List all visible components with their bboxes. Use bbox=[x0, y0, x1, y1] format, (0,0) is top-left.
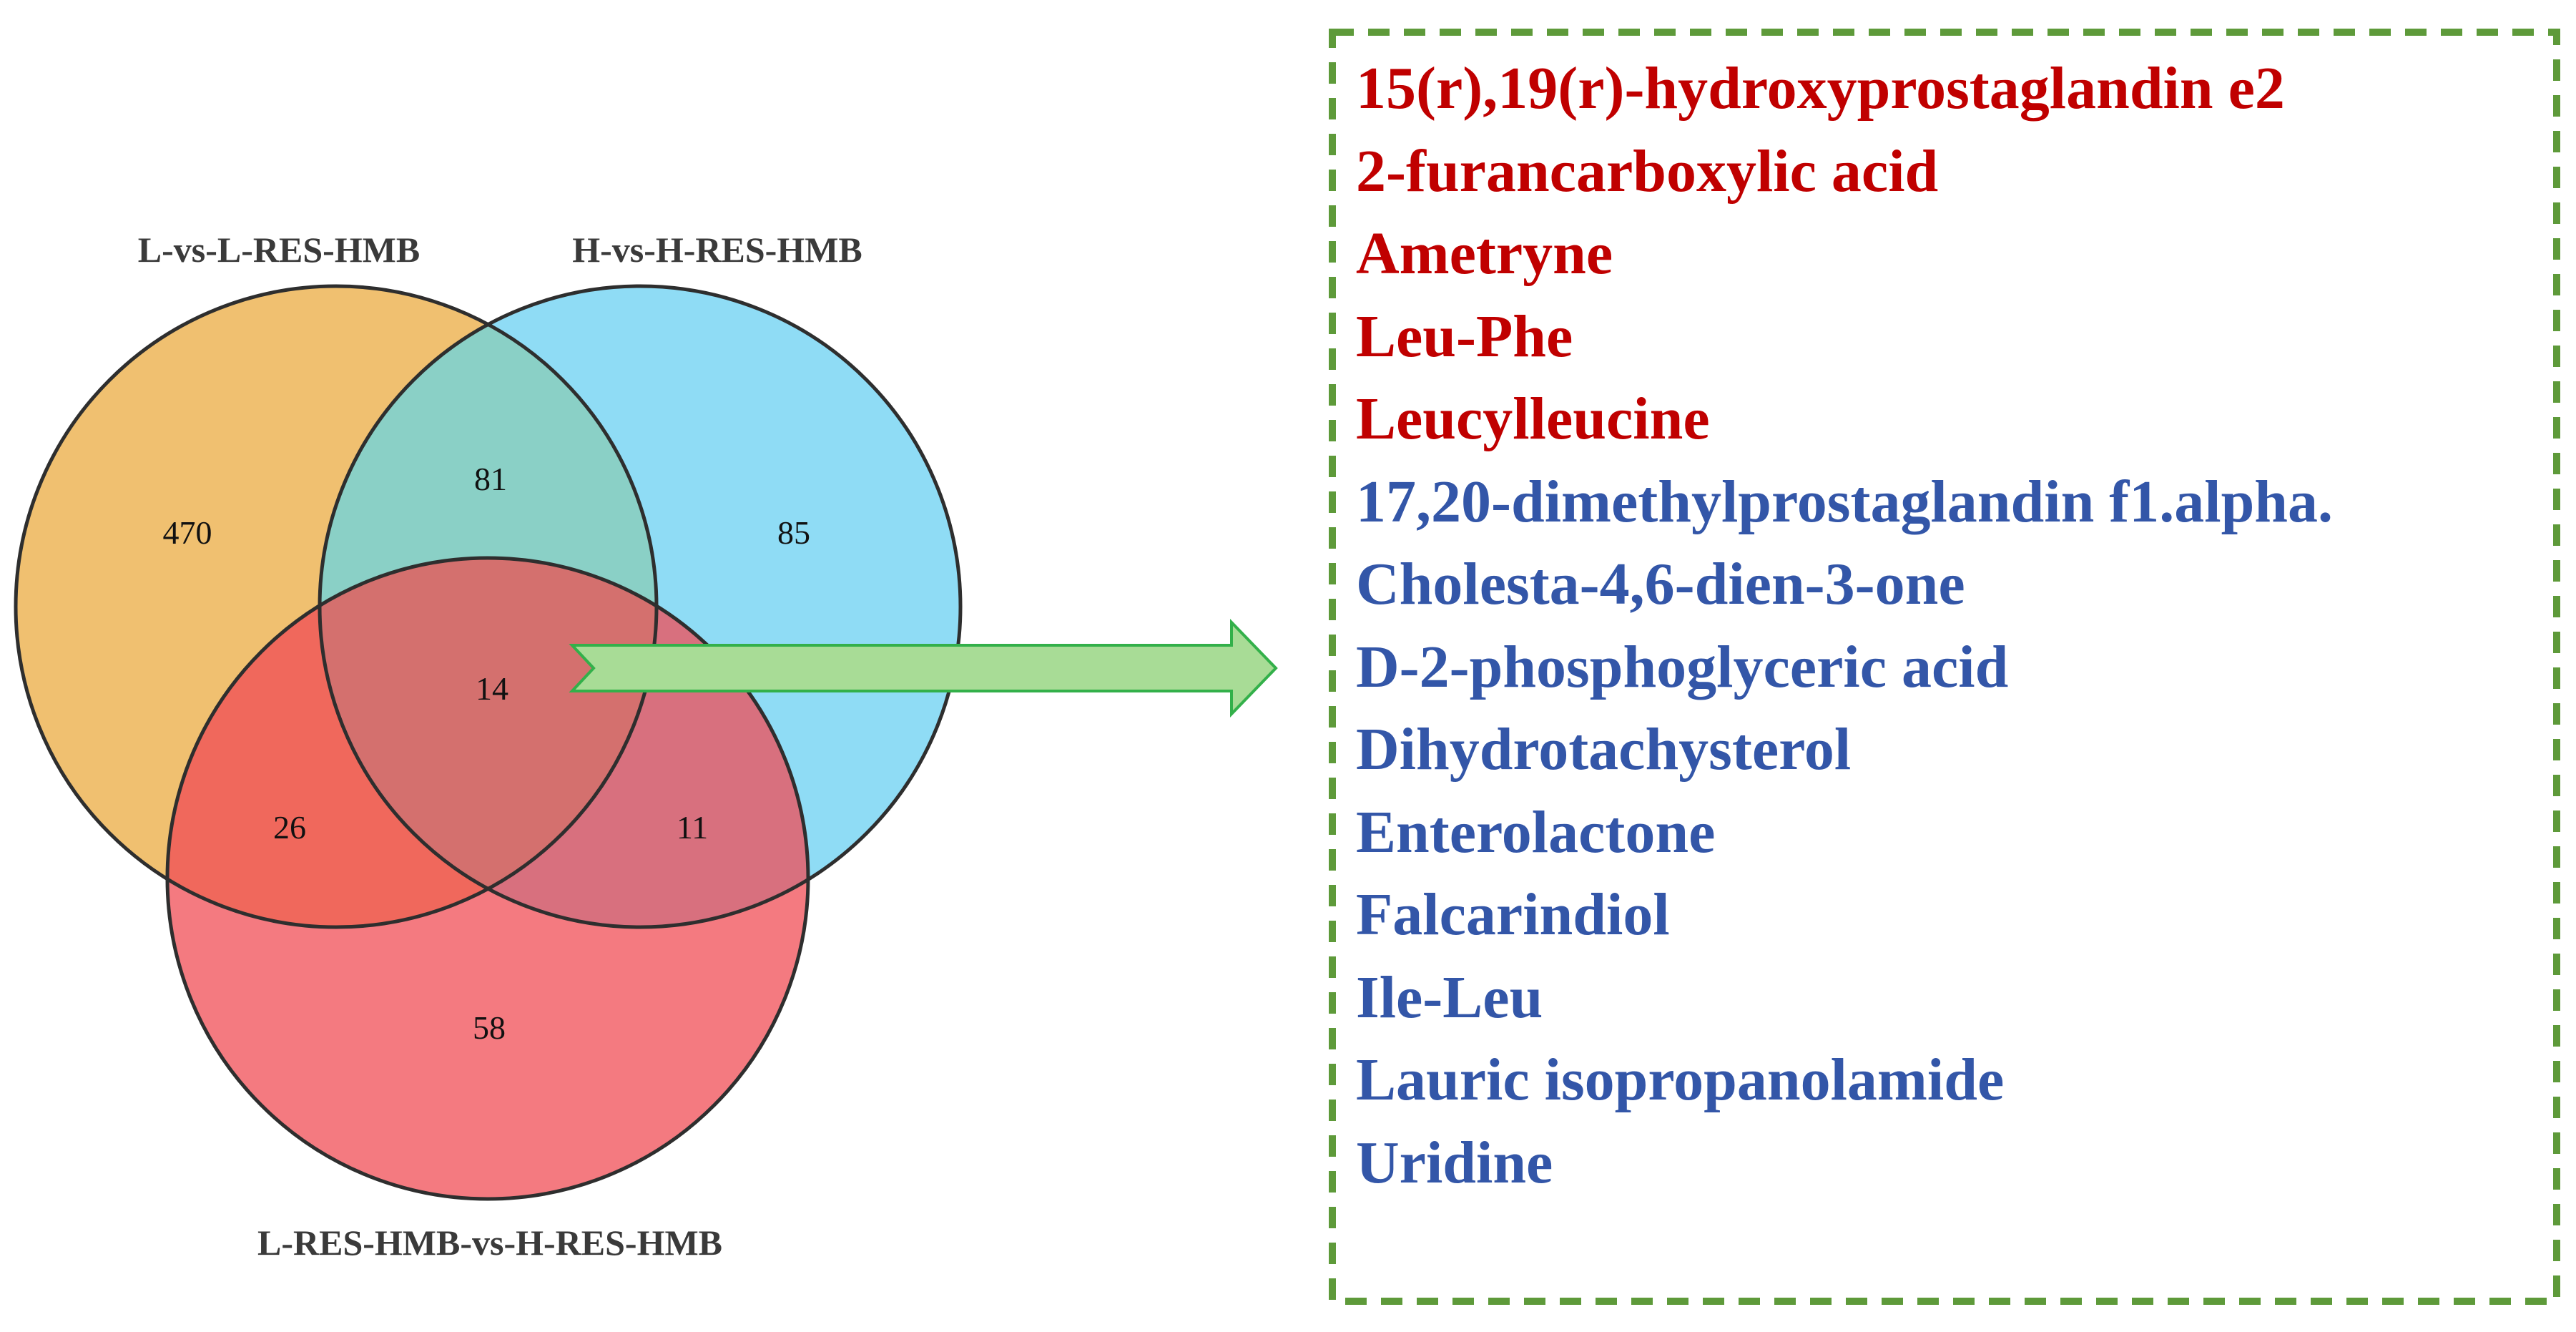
dashed-border bbox=[1329, 29, 2560, 1305]
count-c-only: 58 bbox=[473, 1009, 506, 1046]
compound-item-down: Enterolactone bbox=[1356, 798, 1716, 866]
compound-item-up: 2-furancarboxylic acid bbox=[1356, 137, 1939, 205]
compound-item-down: D-2-phosphoglyceric acid bbox=[1356, 633, 2009, 700]
compound-item-down: Cholesta-4,6-dien-3-one bbox=[1356, 551, 1965, 617]
count-a-c: 26 bbox=[273, 809, 306, 846]
compound-item-down: Uridine bbox=[1356, 1129, 1553, 1196]
compound-item-down: 17,20-dimethylprostaglandin f1.alpha. bbox=[1356, 468, 2334, 535]
count-a-b: 81 bbox=[474, 461, 507, 497]
compound-item-down: Dihydrotachysterol bbox=[1356, 716, 1852, 783]
count-a-only: 470 bbox=[163, 514, 212, 551]
arrow-icon bbox=[569, 619, 1278, 718]
set-c-title: L-RES-HMB-vs-H-RES-HMB bbox=[257, 1223, 722, 1263]
compound-item-up: Leu-Phe bbox=[1356, 303, 1573, 370]
set-a-title: L-vs-L-RES-HMB bbox=[138, 230, 420, 270]
compound-item-up: 15(r),19(r)-hydroxyprostaglandin e2 bbox=[1356, 55, 2285, 122]
set-c-outline bbox=[165, 556, 810, 1201]
compound-item-down: Ile-Leu bbox=[1356, 964, 1543, 1031]
compound-item-up: Ametryne bbox=[1356, 220, 1613, 287]
set-b-title: H-vs-H-RES-HMB bbox=[572, 230, 862, 270]
compound-list: 15(r),19(r)-hydroxyprostaglandin e2 2-fur… bbox=[1356, 47, 2333, 1204]
count-b-only: 85 bbox=[777, 514, 810, 551]
compound-item-up: Leucylleucine bbox=[1356, 386, 1710, 452]
compound-item-down: Lauric isopropanolamide bbox=[1356, 1047, 2005, 1113]
count-b-c: 11 bbox=[677, 809, 708, 846]
compound-item-down: Falcarindiol bbox=[1356, 881, 1670, 948]
count-a-b-c: 14 bbox=[476, 670, 508, 707]
compound-list-box: 15(r),19(r)-hydroxyprostaglandin e2 2-fur… bbox=[1329, 29, 2560, 1305]
